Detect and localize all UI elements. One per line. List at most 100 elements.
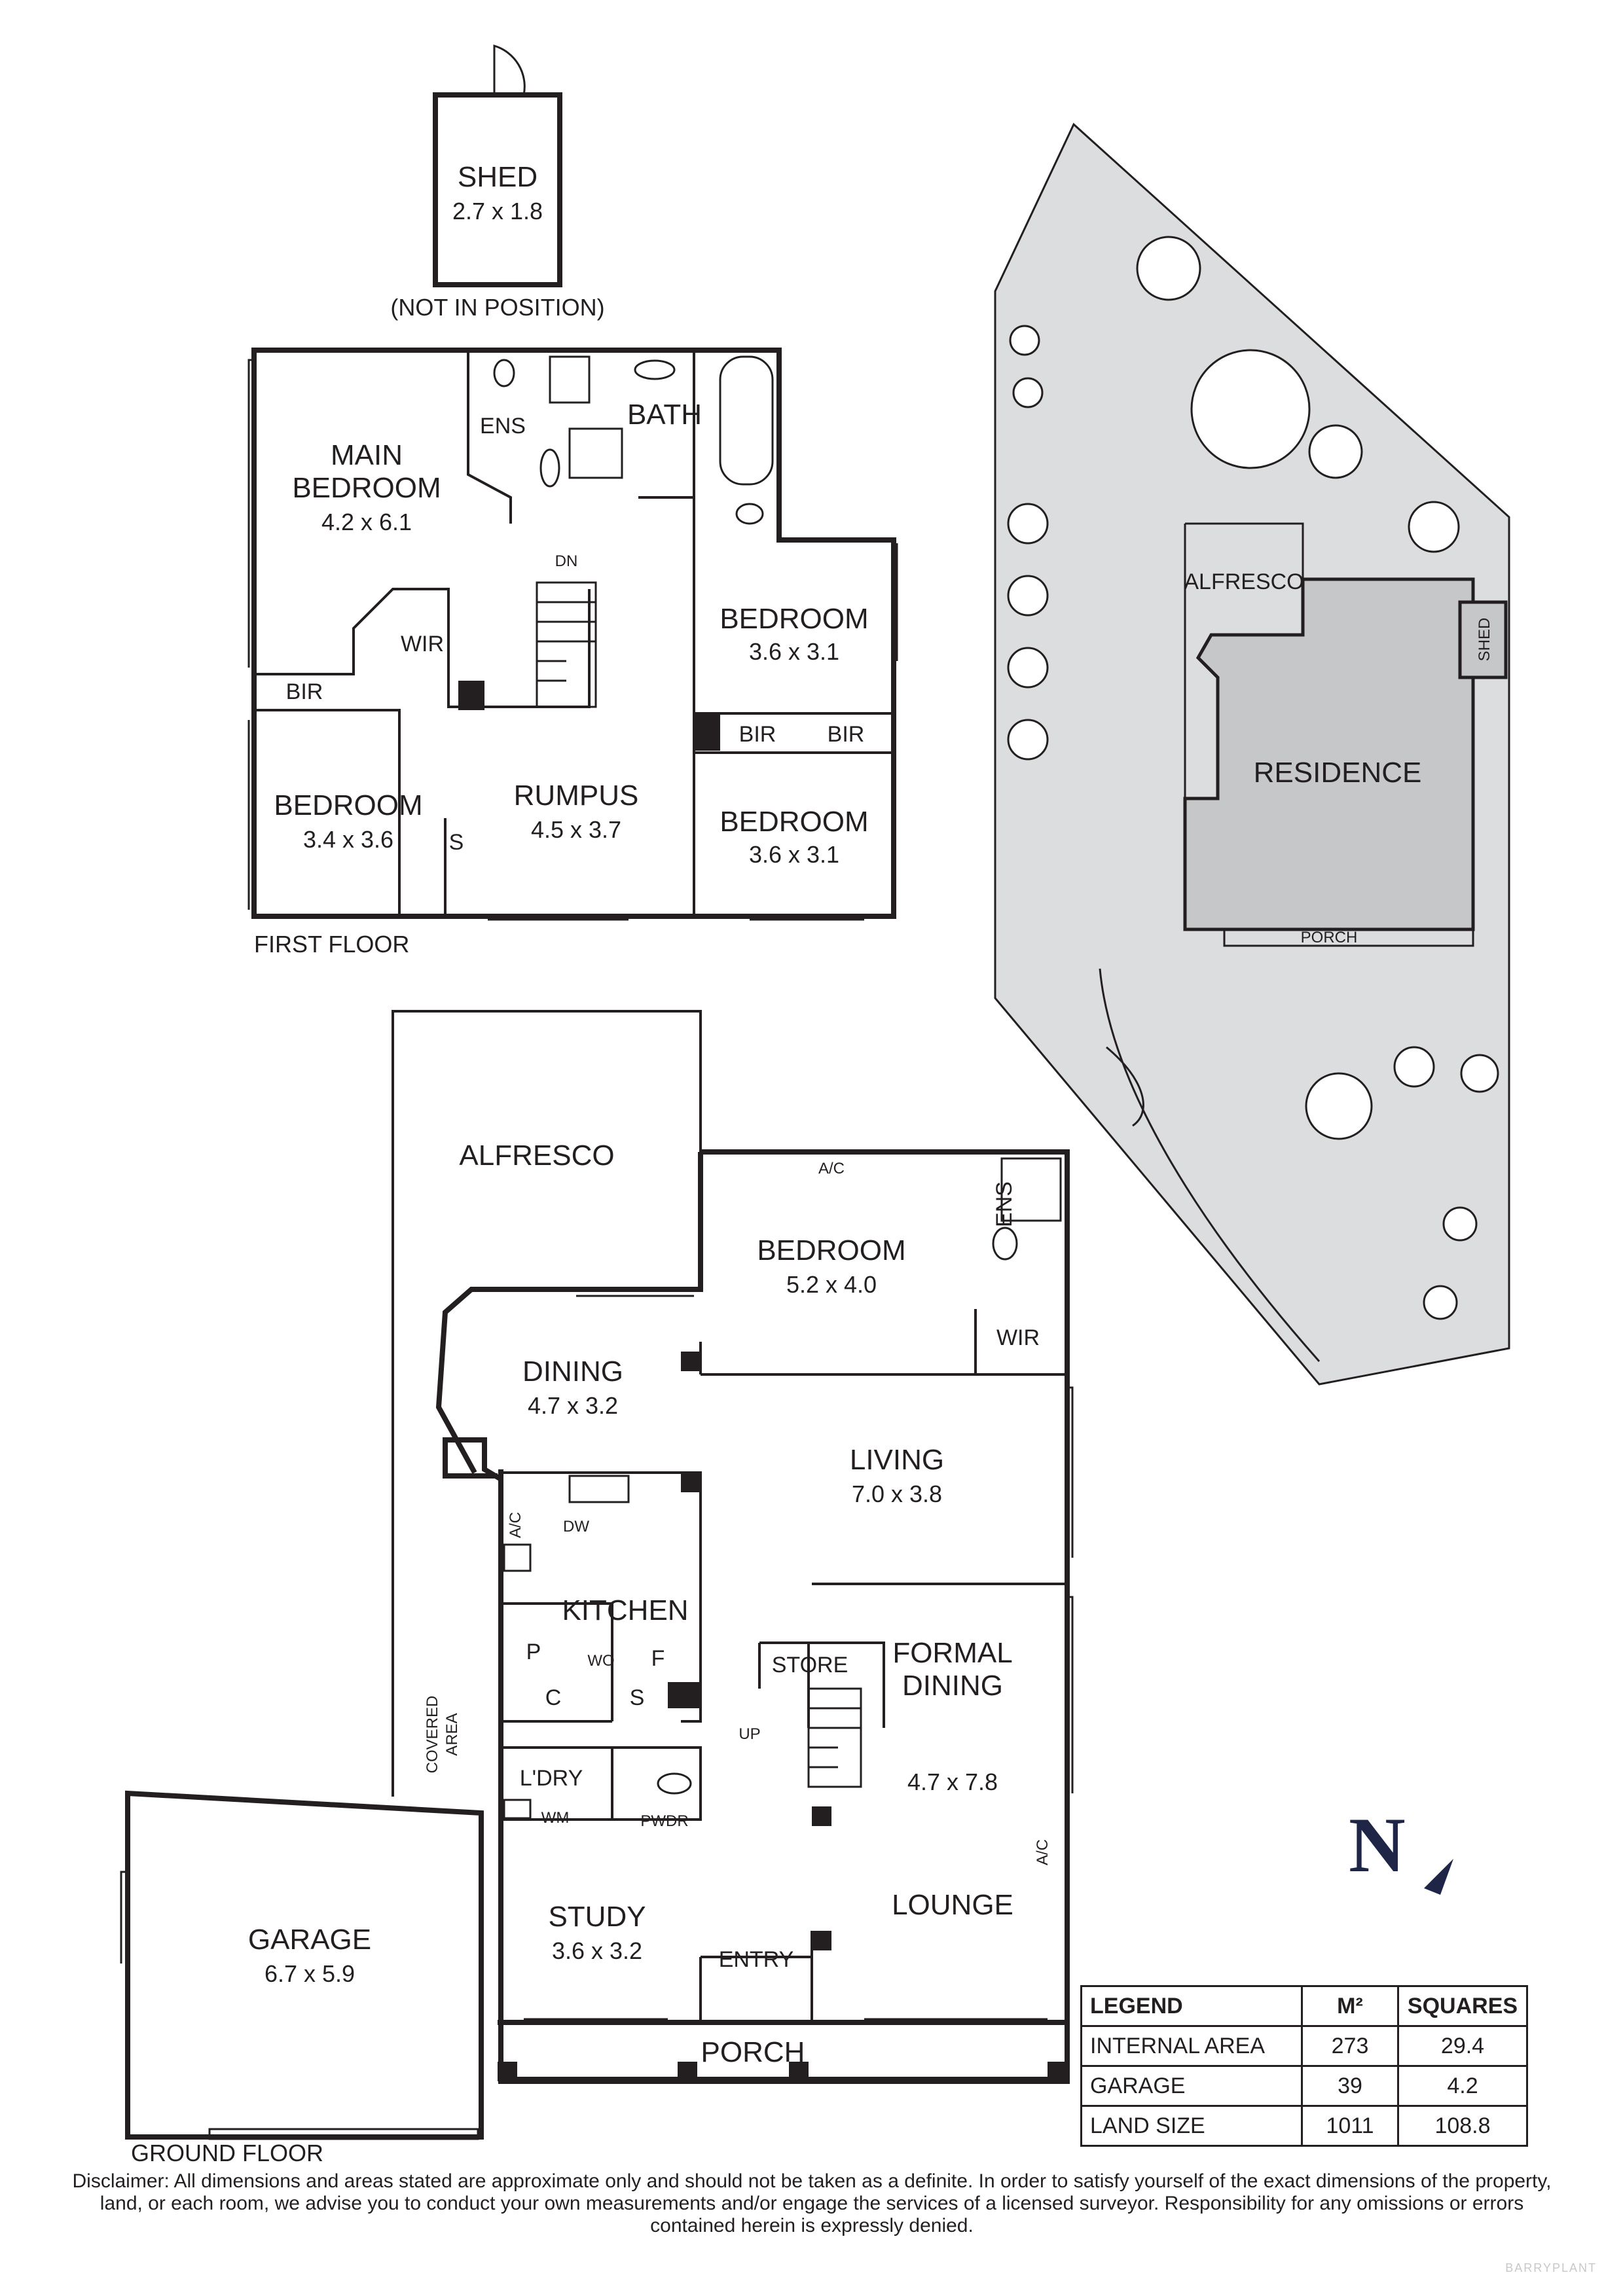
bir-left-label: BIR xyxy=(286,679,323,704)
legend-row-label: GARAGE xyxy=(1080,2065,1303,2107)
site-porch-label: PORCH xyxy=(1301,929,1358,946)
living-dim: 7.0 x 3.8 xyxy=(852,1480,942,1507)
tree xyxy=(1012,377,1044,408)
column xyxy=(789,2062,809,2081)
column xyxy=(668,1682,701,1708)
bedroom-ne-dim: 3.6 x 3.1 xyxy=(749,638,839,665)
column xyxy=(498,2062,517,2081)
legend-table: LEGEND M² SQUARES INTERNAL AREA 273 29.4… xyxy=(1080,1985,1528,2147)
entry-walls xyxy=(699,1931,813,2022)
tree xyxy=(1442,1206,1478,1242)
disclaimer: Disclaimer: All dimensions and areas sta… xyxy=(72,2170,1552,2236)
c-label: C xyxy=(545,1685,562,1710)
toilet xyxy=(493,359,515,387)
sink xyxy=(503,1799,532,1820)
first-floor-outline xyxy=(251,348,896,919)
formal-walls xyxy=(758,1583,1067,1728)
entry-label: ENTRY xyxy=(719,1947,794,1972)
tree xyxy=(1305,1072,1373,1140)
wm-label: WM xyxy=(541,1809,570,1827)
legend-header-m2: M² xyxy=(1301,1985,1399,2027)
ac2-label: A/C xyxy=(507,1512,524,1538)
window xyxy=(524,1295,1074,2020)
bedroom-rumpus-wall xyxy=(254,709,447,916)
legend-row-squares: 108.8 xyxy=(1397,2105,1528,2147)
shed-name: SHED xyxy=(458,161,538,193)
window xyxy=(488,543,898,921)
dining-name: DINING xyxy=(522,1355,623,1388)
column xyxy=(458,681,484,710)
shed-footprint xyxy=(1458,600,1508,679)
legend-row-m2: 1011 xyxy=(1301,2105,1399,2147)
stair-treads xyxy=(809,1707,861,1768)
pwdr-label: PWDR xyxy=(640,1812,688,1830)
rumpus-dim: 4.5 x 3.7 xyxy=(531,816,621,843)
living-name: LIVING xyxy=(850,1444,944,1476)
first-floor-label: FIRST FLOOR xyxy=(254,931,409,958)
site-plan: ALFRESCO RESIDENCE SHED PORCH xyxy=(994,122,1510,1386)
garage-door xyxy=(208,2128,479,2140)
alfresco-outline-site xyxy=(1184,522,1304,798)
window xyxy=(120,1871,128,1964)
legend-header-squares: SQUARES xyxy=(1397,1985,1528,2027)
main-bedroom-dim: 4.2 x 6.1 xyxy=(321,509,412,535)
legend-header-row: LEGEND M² SQUARES xyxy=(1080,1985,1528,2027)
main-bedroom-name-1: MAIN xyxy=(331,439,403,471)
covered-area-1: COVERED xyxy=(424,1696,441,1774)
bedroom-se-dim: 3.6 x 3.1 xyxy=(749,841,839,868)
column xyxy=(681,1352,701,1371)
ensuite-fixtures xyxy=(1000,1157,1062,1222)
bedroom-w-name: BEDROOM xyxy=(274,789,422,821)
column xyxy=(812,1931,831,1950)
bir-b-label: BIR xyxy=(828,722,865,747)
ens-label: ENS xyxy=(992,1181,1017,1227)
toilet xyxy=(735,503,764,525)
house-outline xyxy=(435,1149,1070,2084)
dn-label: DN xyxy=(555,552,578,570)
bathtub xyxy=(719,355,774,486)
study-dim: 3.6 x 3.2 xyxy=(552,1937,642,1964)
garage-outline xyxy=(125,1790,484,2140)
first-floor: SHED 2.7 x 1.8 (NOT IN POSITION) MAIN BE… xyxy=(247,44,898,958)
bedroom-ne-name: BEDROOM xyxy=(720,603,868,635)
shed-note: (NOT IN POSITION) xyxy=(390,294,604,321)
tree xyxy=(1007,719,1049,761)
sink xyxy=(568,1475,630,1503)
column xyxy=(1048,2062,1067,2081)
driveway xyxy=(1099,968,1321,1362)
formal-dining-dim: 4.7 x 7.8 xyxy=(907,1768,998,1795)
dw-label: DW xyxy=(563,1518,589,1535)
shed-door xyxy=(493,44,526,96)
alfresco-outline xyxy=(392,1010,702,1797)
tree xyxy=(1190,349,1311,469)
porch-label: PORCH xyxy=(701,2036,805,2068)
legend-row-label: INTERNAL AREA xyxy=(1080,2025,1303,2067)
tree xyxy=(1007,647,1049,689)
lounge-label: LOUNGE xyxy=(892,1889,1013,1921)
ground-floor-label: GROUND FLOOR xyxy=(131,2140,323,2166)
ac3-label: A/C xyxy=(1034,1839,1051,1865)
main-bedroom-name-2: BEDROOM xyxy=(292,472,441,504)
site-residence-label: RESIDENCE xyxy=(1254,757,1422,789)
legend-row: INTERNAL AREA 273 29.4 xyxy=(1080,2025,1528,2067)
wo-label: WO xyxy=(587,1652,614,1670)
legend-row-squares: 29.4 xyxy=(1397,2025,1528,2067)
compass-letter: N xyxy=(1349,1801,1406,1888)
legend-row: GARAGE 39 4.2 xyxy=(1080,2065,1528,2107)
rumpus-name: RUMPUS xyxy=(514,780,639,812)
bath-label: BATH xyxy=(627,399,702,431)
ldry-label: L'DRY xyxy=(520,1766,583,1791)
legend-row-label: LAND SIZE xyxy=(1080,2105,1303,2147)
porch-outline-site xyxy=(1223,928,1474,947)
garage-dim: 6.7 x 5.9 xyxy=(264,1960,355,1987)
cooktop xyxy=(503,1543,532,1572)
covered-area-2: AREA xyxy=(443,1713,461,1755)
stairs xyxy=(807,1687,862,1788)
store-label: STORE xyxy=(772,1653,848,1677)
legend-row-squares: 4.2 xyxy=(1397,2065,1528,2107)
s-label: S xyxy=(630,1685,645,1710)
tree xyxy=(1007,503,1049,545)
shed-outline xyxy=(433,92,562,287)
stair-treads xyxy=(537,601,596,682)
legend-header-label: LEGEND xyxy=(1080,1985,1303,2027)
